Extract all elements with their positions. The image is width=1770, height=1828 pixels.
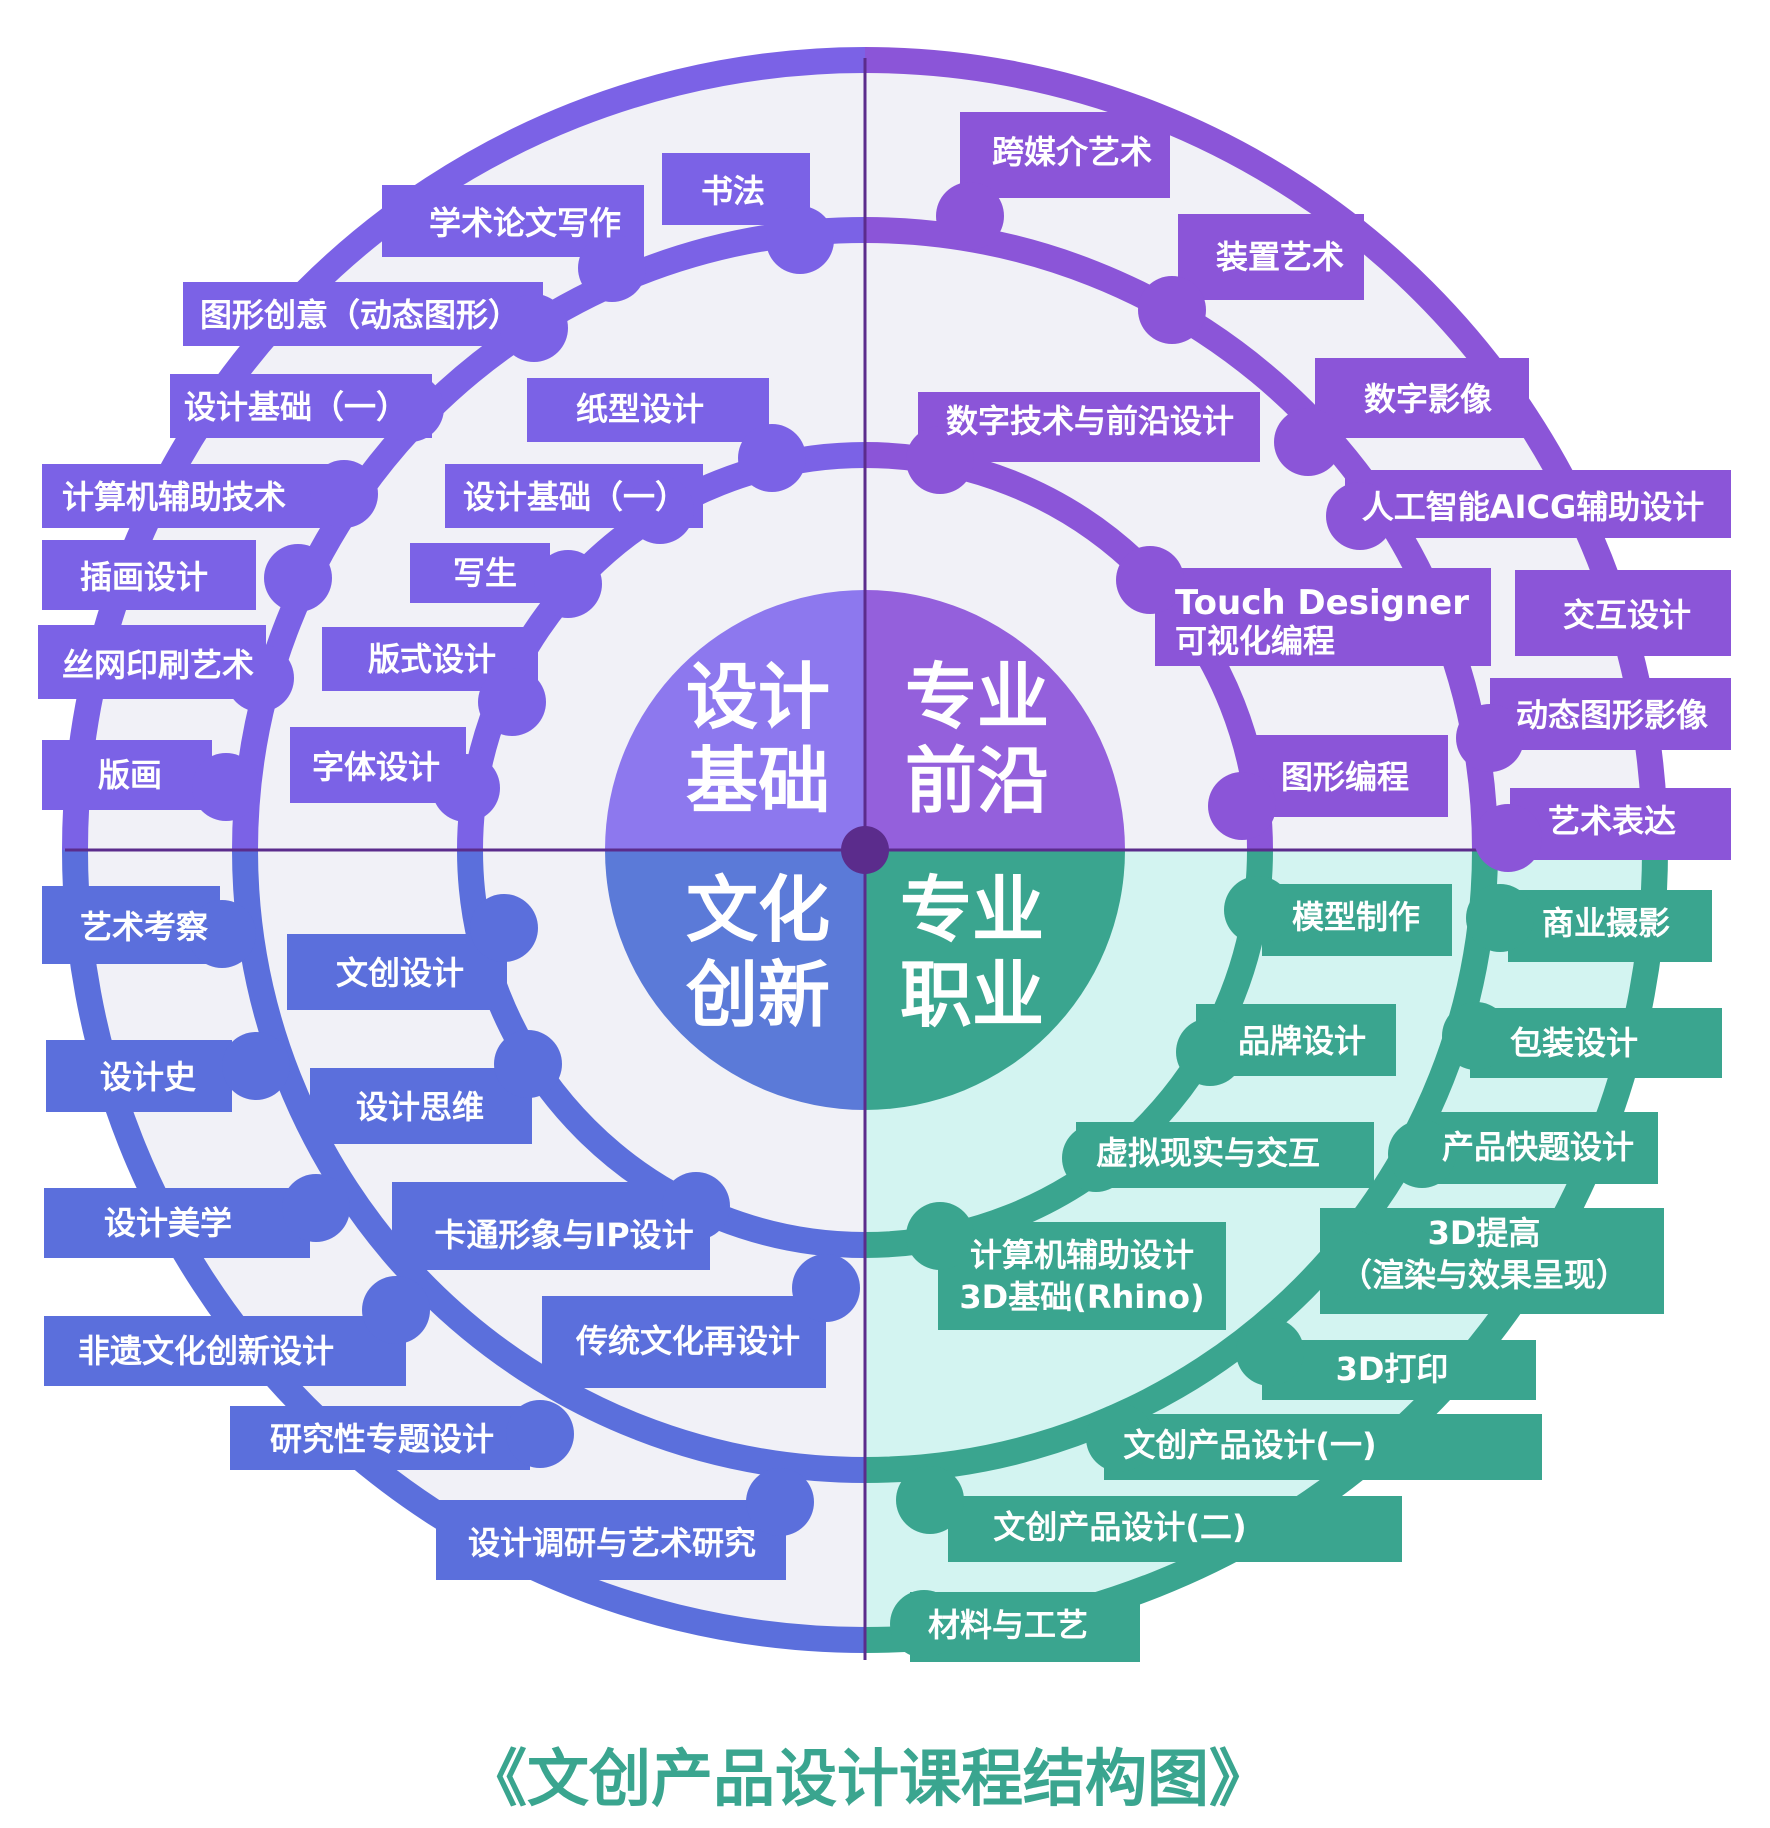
course-tag: 数字技术与前沿设计: [946, 402, 1234, 440]
core-label-frontier-1: 专业: [905, 655, 1049, 739]
course-tag: 人工智能AICG辅助设计: [1362, 488, 1704, 526]
course-tag: 设计史: [100, 1058, 196, 1096]
course-tag: 3D提高: [1428, 1214, 1541, 1252]
course-tag: 3D基础(Rhino): [959, 1278, 1204, 1316]
design-foundation-courses: 书法 学术论文写作 图形创意（动态图形） 设计基础（一） 纸型设计 计算机辅助技…: [38, 153, 834, 822]
course-tag: 设计基础（一）: [184, 388, 408, 426]
frontier-courses: 跨媒介艺术 装置艺术 数字影像 数字技术与前沿设计 人工智能AICG辅助设计 T…: [906, 112, 1731, 872]
course-tag: 文创产品设计(二): [993, 1508, 1246, 1546]
course-tag: 纸型设计: [576, 390, 704, 428]
course-tag: 品牌设计: [1238, 1022, 1366, 1060]
course-tag: 版画: [98, 756, 162, 794]
course-tag: 交互设计: [1563, 596, 1691, 634]
core-label-culture-2: 创新: [686, 953, 830, 1037]
core-label-frontier-2: 前沿: [905, 739, 1049, 823]
course-tag: 图形编程: [1281, 758, 1409, 796]
core-label-design-1: 设计: [686, 655, 830, 739]
course-tag: 虚拟现实与交互: [1096, 1134, 1320, 1172]
course-tag: 文创产品设计(一): [1123, 1426, 1376, 1464]
course-tag: 传统文化再设计: [575, 1322, 800, 1360]
course-tag: 设计基础（一）: [463, 478, 687, 516]
course-tag: 设计美学: [104, 1204, 232, 1242]
course-tag: 3D打印: [1336, 1350, 1449, 1388]
course-tag: 卡通形象与IP设计: [434, 1216, 693, 1254]
course-tag: 可视化编程: [1175, 622, 1335, 660]
course-tag: 版式设计: [368, 640, 496, 678]
course-tag: 设计思维: [356, 1088, 484, 1126]
core-career: [865, 850, 1125, 1110]
course-tag: 写生: [453, 554, 517, 592]
course-tag: 艺术表达: [1548, 802, 1676, 840]
career-courses: 模型制作 商业摄影 品牌设计 包装设计 虚拟现实与交互 产品快题设计 计算机辅助…: [890, 876, 1722, 1662]
course-tag: 书法: [701, 172, 765, 210]
course-tag: 插画设计: [80, 558, 208, 596]
course-tag: （渲染与效果呈现）: [1340, 1256, 1628, 1294]
course-tag: 艺术考察: [80, 908, 208, 946]
course-tag: 非遗文化创新设计: [78, 1332, 334, 1370]
course-tag: 包装设计: [1510, 1024, 1638, 1062]
course-tag: 学术论文写作: [429, 204, 621, 242]
course-tag: 字体设计: [312, 748, 440, 786]
core-culture: [605, 850, 865, 1110]
core-label-culture-1: 文化: [686, 868, 830, 952]
course-tag: 产品快题设计: [1442, 1128, 1634, 1166]
diagram-title: 《文创产品设计课程结构图》: [465, 1742, 1271, 1815]
core-label-career-1: 专业: [900, 868, 1044, 952]
course-tag: 图形创意（动态图形）: [200, 296, 520, 334]
course-tag: 动态图形影像: [1516, 696, 1708, 734]
core-design-foundation: [605, 590, 865, 850]
core-frontier: [865, 590, 1125, 850]
course-tag: 商业摄影: [1542, 904, 1670, 942]
course-tag: 研究性专题设计: [270, 1420, 494, 1458]
course-tag: 设计调研与艺术研究: [468, 1524, 756, 1562]
center-dot: [841, 826, 889, 874]
course-tag: 丝网印刷艺术: [62, 646, 254, 684]
course-tag: 材料与工艺: [928, 1606, 1088, 1644]
course-tag: 模型制作: [1292, 898, 1420, 936]
course-tag: 数字影像: [1364, 380, 1492, 418]
course-tag: Touch Designer: [1175, 583, 1469, 623]
course-tag: 跨媒介艺术: [992, 133, 1152, 171]
course-tag: 计算机辅助设计: [970, 1236, 1194, 1274]
course-tag: 文创设计: [336, 954, 464, 992]
course-tag: 装置艺术: [1216, 238, 1344, 276]
culture-courses: 艺术考察 文创设计 设计史 设计思维 设计美学 卡通形象与IP设计 非遗文化创新…: [42, 886, 860, 1580]
core-label-design-2: 基础: [686, 739, 830, 823]
course-tag: 计算机辅助技术: [62, 478, 286, 516]
core-label-career-2: 职业: [900, 953, 1044, 1037]
